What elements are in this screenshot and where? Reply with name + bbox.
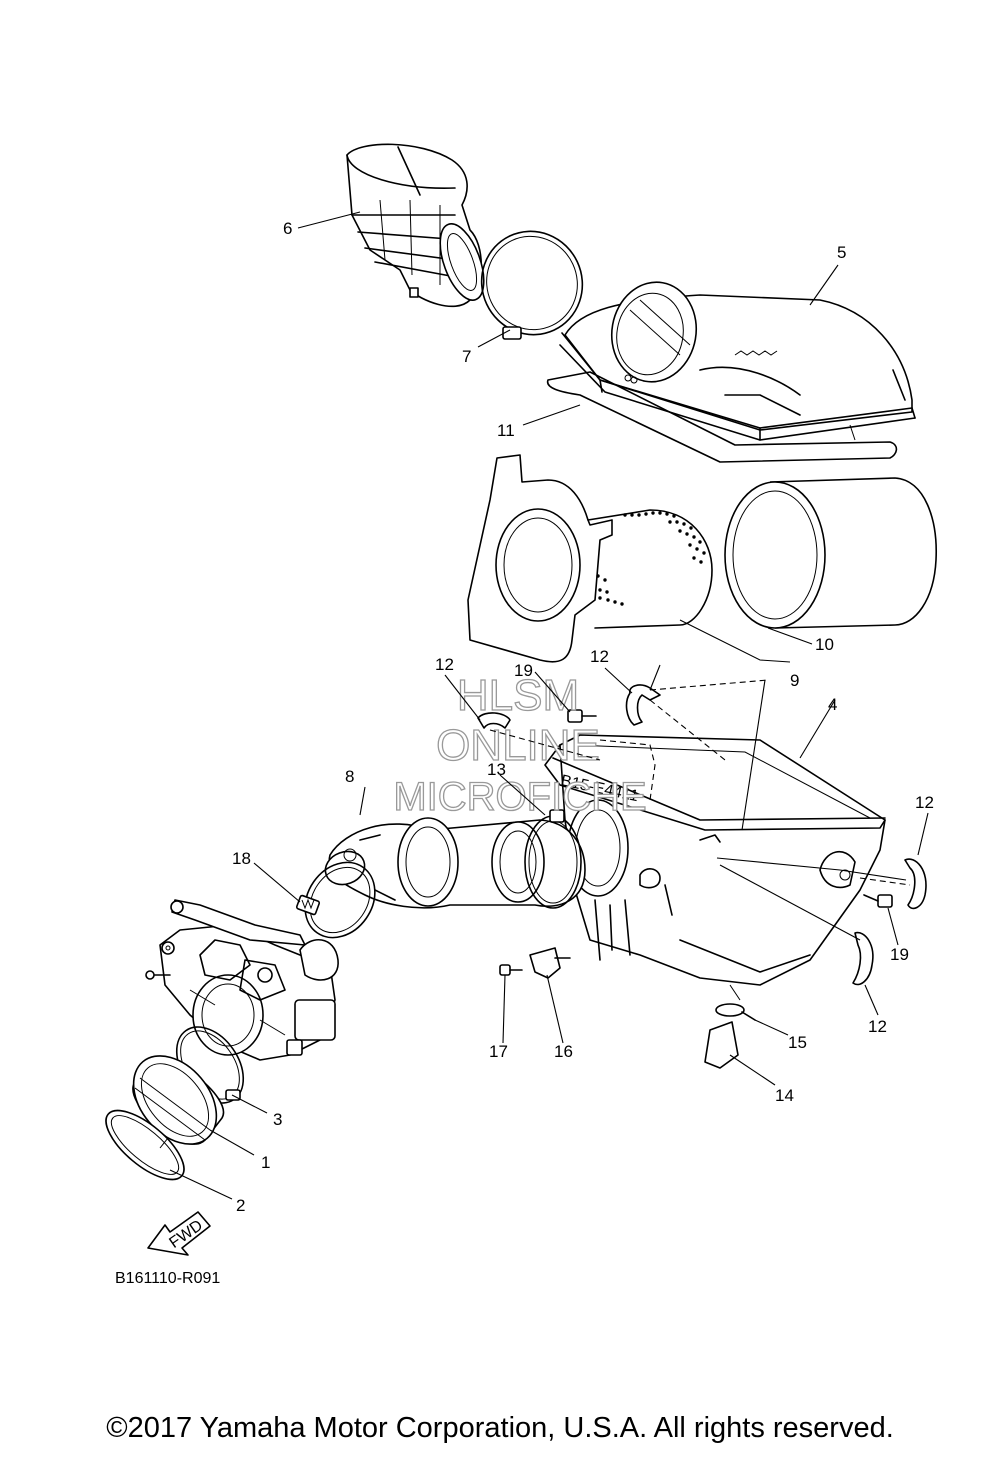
drawing-code: B161110-R091 <box>115 1270 220 1287</box>
callout-11: 11 <box>497 421 515 440</box>
callout-8: 8 <box>345 767 354 786</box>
callout-4: 4 <box>828 695 837 714</box>
band-clamp-part-7 <box>480 230 584 340</box>
callout-18: 18 <box>232 849 251 868</box>
callout-13: 13 <box>487 760 506 779</box>
callout-12-b: 12 <box>590 647 609 666</box>
clip-part-12-upper-right <box>625 684 661 726</box>
filter-element-part-9 <box>467 454 713 663</box>
callout-14: 14 <box>775 1086 794 1105</box>
watermark-line-3: MICROFICHE <box>393 775 646 819</box>
callout-7: 7 <box>462 347 471 366</box>
watermark-line-2: ONLINE <box>436 721 600 770</box>
band-clamp-part-18 <box>295 861 376 939</box>
watermark: HLSM ONLINE MICROFICHE <box>393 670 648 819</box>
callout-19-a: 19 <box>514 661 533 680</box>
filter-perforation-pattern <box>596 511 706 606</box>
drain-hose-part-14 <box>704 1021 739 1069</box>
callout-12-d: 12 <box>868 1017 887 1036</box>
callout-17: 17 <box>489 1042 508 1061</box>
copyright-notice: ©2017 Yamaha Motor Corporation, U.S.A. A… <box>106 1412 894 1444</box>
air-box-cover-part-5 <box>559 281 916 441</box>
clip-part-12-upper-left <box>477 712 511 729</box>
callout-19-b: 19 <box>890 945 909 964</box>
foam-filter-part-10 <box>724 477 937 629</box>
callout-9: 9 <box>790 671 799 690</box>
callout-5: 5 <box>837 243 846 262</box>
callout-15: 15 <box>788 1033 807 1052</box>
callout-6: 6 <box>283 219 292 238</box>
intake-joint-part-8 <box>324 817 586 909</box>
gasket-part-11 <box>546 371 898 463</box>
leader-lines <box>169 211 929 1200</box>
callout-3: 3 <box>273 1110 282 1129</box>
screw-part-17 <box>499 964 523 976</box>
bolt-part-19-right <box>863 894 893 908</box>
forward-arrow-icon: FWD <box>147 1211 211 1256</box>
callout-12-c: 12 <box>915 793 934 812</box>
clip-part-12-lower-right <box>852 931 874 986</box>
callout-2: 2 <box>236 1196 245 1215</box>
air-box-part-4: B15-E4411 <box>544 734 886 1001</box>
callout-12-a: 12 <box>435 655 454 674</box>
callout-labels: 1 2 3 4 5 6 7 8 9 10 11 12 12 12 12 13 1… <box>232 219 934 1215</box>
joint-part-1 <box>132 1055 225 1145</box>
intake-duct-part-6 <box>346 143 485 308</box>
clip-part-15 <box>715 1003 756 1021</box>
callout-10: 10 <box>815 635 834 654</box>
bolt-part-19-upper <box>567 709 597 723</box>
throttle-body <box>145 899 339 1061</box>
sensor-part-16 <box>529 947 571 979</box>
clip-part-12-right <box>904 858 927 910</box>
callout-1: 1 <box>261 1153 270 1172</box>
watermark-line-1: HLSM <box>457 671 579 720</box>
callout-16: 16 <box>554 1042 573 1061</box>
hose-clamp-part-13 <box>524 809 582 909</box>
